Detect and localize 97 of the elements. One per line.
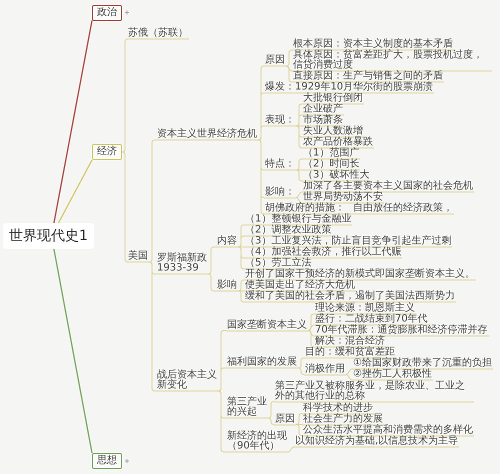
subtopic-label: 社会生产力的发展 bbox=[302, 414, 384, 425]
subtopic-label: 缓和了美国的社会矛盾，遏制了美国法西斯势力 bbox=[244, 292, 456, 302]
subtopic-label: （3）工业复兴法，防止盲目竞争引起生产过剩 bbox=[244, 236, 452, 248]
connector-line bbox=[296, 424, 302, 436]
connector-line bbox=[296, 170, 302, 182]
connector-line bbox=[308, 314, 314, 331]
connector-line bbox=[286, 66, 292, 82]
subtopic-label: 胡佛政府的措施： bbox=[264, 204, 346, 214]
connector-line bbox=[208, 246, 216, 274]
connector-line bbox=[208, 274, 216, 292]
subtopic-label: 失业人数激增 bbox=[302, 126, 364, 138]
subtopic-label: 爆发：1929年10月华尔街的股票崩溃 bbox=[264, 82, 434, 94]
connector-line bbox=[296, 114, 302, 126]
connector-line bbox=[286, 66, 292, 72]
subtopic-label: （4）加强社会救济，推行以工代赈 bbox=[244, 248, 402, 258]
connector-line bbox=[298, 358, 304, 368]
subtopic-label: （5）劳工立法 bbox=[244, 258, 312, 270]
subtopic-label: 70年代滞胀：通货膨胀和经济停滞并存 bbox=[314, 326, 489, 336]
subtopic-label: 世界局势动荡不安 bbox=[302, 192, 384, 204]
subtopic-label: 第三产业的兴起 bbox=[226, 398, 268, 418]
subtopic-label: 企业破产 bbox=[302, 104, 344, 116]
subtopic-label: （2）调整农业政策 bbox=[244, 226, 332, 236]
subtopic-label: 自由放任的经济政策， bbox=[352, 204, 454, 214]
subtopic-label: （3）破坏性大 bbox=[302, 170, 370, 182]
subtopic-label: 国家垄断资本主义 bbox=[226, 320, 308, 331]
subtopic-label: 福利国家的发展 bbox=[226, 358, 298, 368]
subtopic-label: 影响 bbox=[216, 280, 238, 292]
connector-line bbox=[53, 20, 93, 224]
connector-line bbox=[238, 280, 244, 292]
subtopic-label: 消极作用 bbox=[304, 364, 346, 375]
subtopic-label: 市场萧条 bbox=[302, 116, 344, 126]
connector-line bbox=[308, 330, 314, 336]
subtopic-label: 苏俄（苏联） bbox=[127, 28, 189, 40]
subtopic-label: 开创了国家干预经济的新模式即国家垄断资本主义。 bbox=[244, 270, 476, 280]
connector-line bbox=[238, 246, 244, 248]
subtopic-label: 根本原因：资本主义制度的基本矛盾 bbox=[292, 40, 454, 50]
subtopic-label: 影响： bbox=[264, 187, 296, 198]
subtopic-label: 新经济的出现（90年代） bbox=[226, 432, 288, 452]
connector-line bbox=[296, 192, 302, 198]
connector-line bbox=[296, 413, 302, 425]
connector-line bbox=[286, 50, 292, 66]
subtopic-label: ①给国家财政带来了沉重的负担 bbox=[352, 358, 493, 370]
connector-line bbox=[218, 368, 226, 392]
connector-line bbox=[58, 160, 93, 224]
subtopic-label: 大批银行倒闭 bbox=[302, 94, 364, 104]
central-topic-box: 世界现代史1 bbox=[3, 223, 94, 249]
subtopic-label: 农产品价格暴跌 bbox=[302, 138, 374, 148]
main-topic-box: 经济 bbox=[92, 144, 122, 160]
subtopic-label: 表现： bbox=[264, 116, 296, 126]
connector-line bbox=[288, 446, 294, 452]
connector-line bbox=[148, 262, 156, 392]
subtopic-label: 解决：混合经济 bbox=[314, 336, 386, 348]
connector-line bbox=[268, 418, 274, 425]
subtopic-label: 加深了各主要资本主义国家的社会危机 bbox=[302, 182, 474, 192]
connector-line bbox=[298, 368, 304, 375]
connector-line bbox=[296, 424, 302, 425]
connector-line bbox=[122, 38, 128, 152]
connector-line bbox=[258, 126, 264, 140]
connector-line bbox=[346, 368, 352, 375]
connector-line bbox=[268, 401, 274, 418]
subtopic-label: 目的：缓和贫富差距 bbox=[304, 348, 396, 358]
subtopic-label: 理论来源：凯恩斯主义 bbox=[314, 304, 416, 314]
subtopic-label: 公众生活水平提高和消费需求的多样化 bbox=[302, 425, 474, 436]
subtopic-label: 罗斯福新政1933-39 bbox=[156, 254, 208, 274]
subtopic-label: 直接原因：生产与销售之间的矛盾 bbox=[292, 72, 444, 82]
subtopic-label: （2）时间长 bbox=[302, 160, 360, 170]
subtopic-label: 美国 bbox=[127, 252, 149, 262]
connector-line bbox=[308, 330, 314, 348]
connector-line bbox=[296, 126, 302, 148]
connector-line bbox=[238, 246, 244, 270]
subtopic-label: 原因 bbox=[274, 414, 296, 425]
subtopic-label: 特点： bbox=[264, 160, 296, 170]
subtopic-label: （1）整顿银行与金融业 bbox=[244, 214, 352, 226]
main-topic-box: 政治 bbox=[92, 4, 122, 20]
connector-line bbox=[122, 152, 128, 262]
subtopic-label: 科学技术的进步 bbox=[302, 403, 374, 414]
subtopic-label: 原因 bbox=[264, 56, 286, 66]
main-topic-box: 思想 bbox=[92, 453, 122, 469]
connector-line bbox=[296, 197, 302, 204]
subtopic-label: 资本主义世界经济危机 bbox=[156, 130, 258, 140]
subtopic-label: 具体原因：贫富差距扩大，股票投机过度，信贷消费过度 bbox=[292, 50, 492, 72]
connector-line bbox=[238, 290, 244, 302]
subtopic-label: 第三产业又被称服务业，是除农业、工业之外的其他行业的总称 bbox=[274, 381, 474, 402]
connector-line bbox=[308, 324, 314, 331]
connector-line bbox=[148, 140, 156, 262]
subtopic-label: 内容 bbox=[216, 236, 238, 248]
connector-line bbox=[258, 140, 264, 214]
connector-line bbox=[238, 290, 244, 292]
connector-line bbox=[346, 374, 352, 380]
connector-line bbox=[53, 248, 93, 454]
connector-line bbox=[296, 158, 302, 170]
subtopic-label: ②挫伤工人积极性 bbox=[352, 370, 433, 380]
subtopic-label: 战后资本主义新变化 bbox=[156, 370, 218, 392]
connector-line bbox=[238, 236, 244, 248]
subtopic-label: 盛行：二战结束到70年代 bbox=[314, 314, 429, 326]
subtopic-label: （1）范围广 bbox=[302, 148, 360, 160]
subtopic-label: 使美国走出了经济大危机 bbox=[244, 280, 356, 292]
